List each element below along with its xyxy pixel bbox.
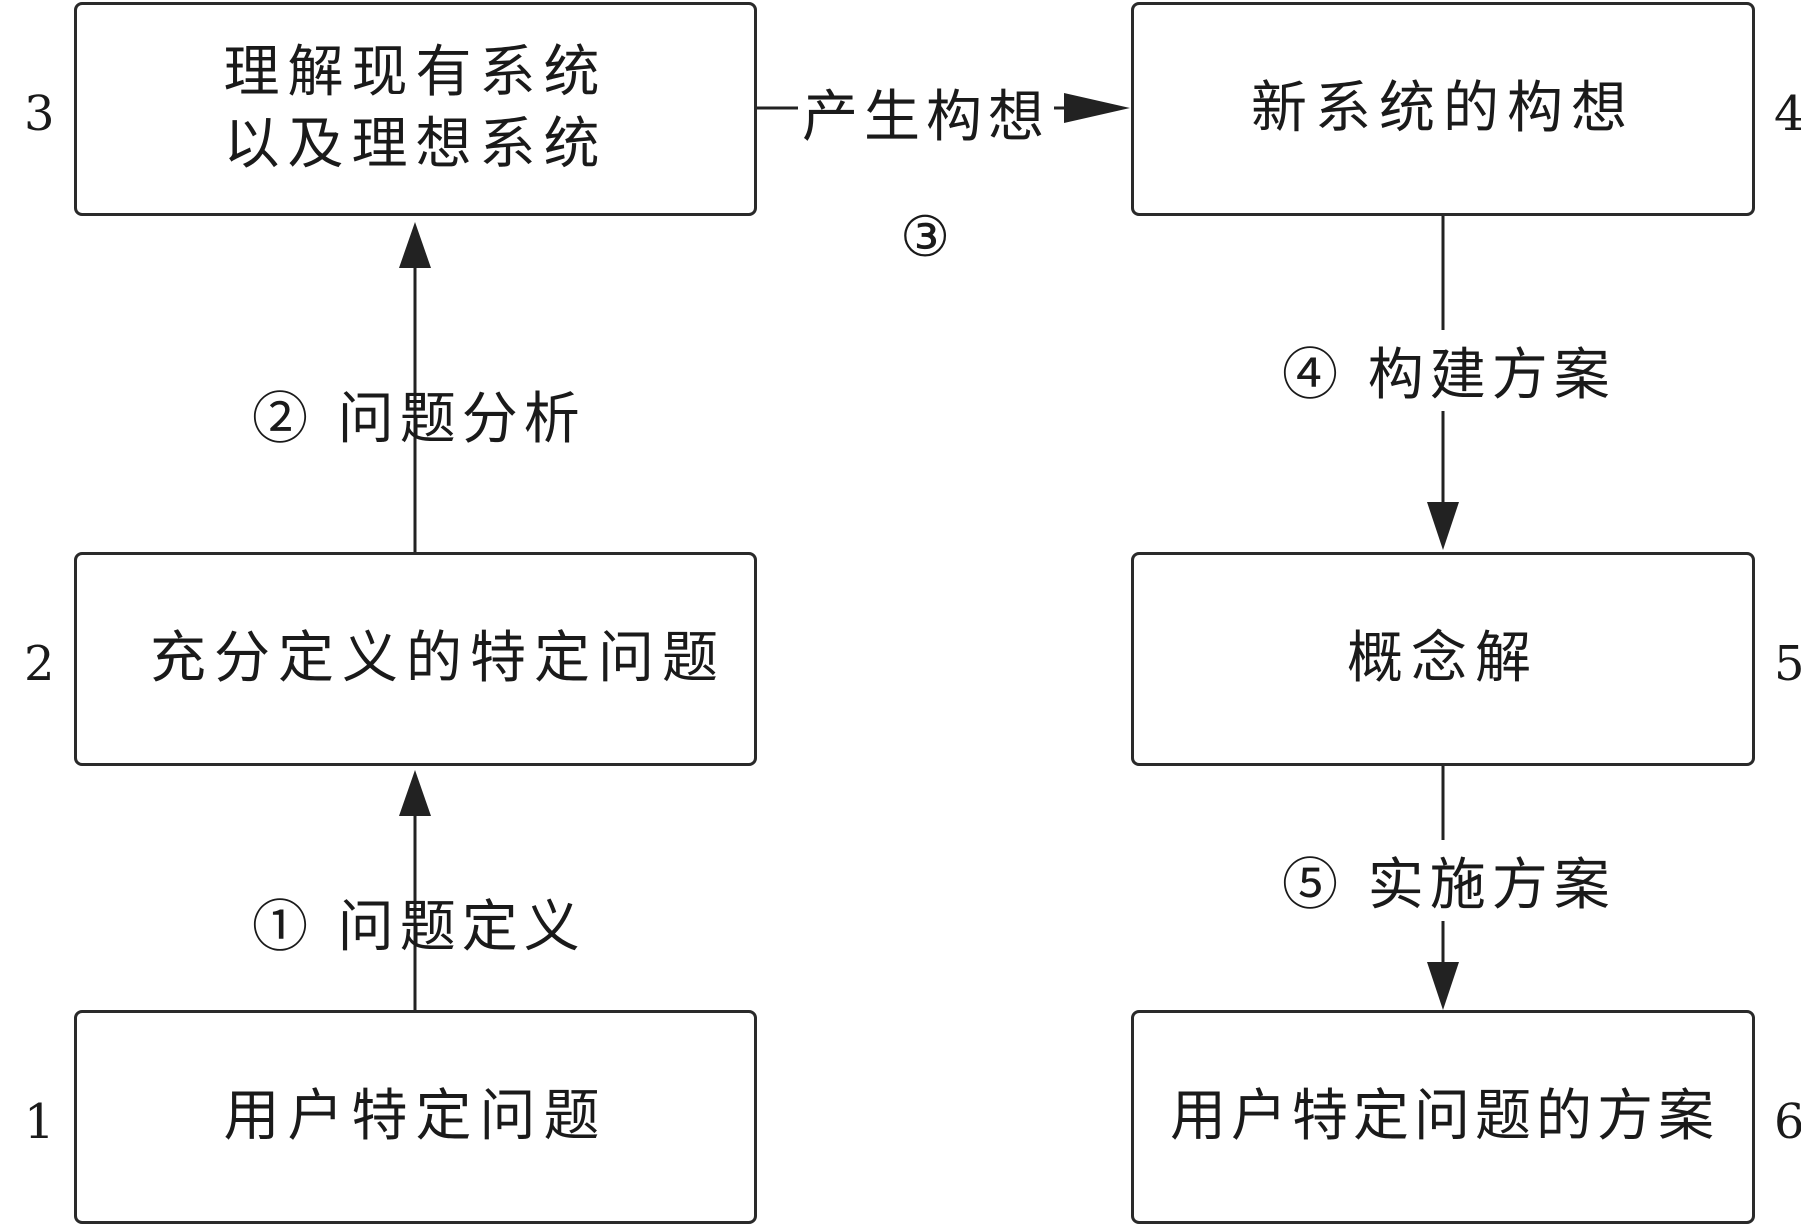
step-number-5: 5 (1774, 636, 1801, 692)
edge-label-generate-idea: 产生构想 (798, 72, 1054, 153)
box-solution: 用户特定问题的方案 (1131, 1010, 1755, 1224)
box-user-problem: 用户特定问题 (74, 1010, 757, 1224)
box-concept-solution: 概念解 (1131, 552, 1755, 766)
box-understand-systems-line1: 理解现有系统 (223, 40, 608, 106)
box-understand-systems: 理解现有系统 以及理想系统 (74, 2, 757, 216)
box-concept-solution-label: 概念解 (1347, 626, 1539, 692)
box-defined-problem: 充分定义的特定问题 (74, 552, 757, 766)
arrowhead-5-to-6 (1427, 962, 1459, 1010)
edge-label-idea-mark: ③ (900, 205, 957, 270)
step-number-3: 3 (24, 86, 55, 142)
arrowhead-1-to-2 (399, 770, 431, 816)
box-new-system-idea: 新系统的构想 (1131, 2, 1755, 216)
step-number-2: 2 (24, 636, 55, 692)
edge-label-problem-analysis: ② 问题分析 (252, 387, 586, 452)
box-understand-systems-line2: 以及理想系统 (223, 112, 608, 177)
step-number-1: 1 (24, 1094, 55, 1150)
edge-label-build-plan: ④ 构建方案 (1278, 330, 1620, 411)
edge-label-implement-plan: ⑤ 实施方案 (1278, 840, 1620, 921)
box-new-system-idea-label: 新系统的构想 (1251, 76, 1635, 142)
arrowhead-3-to-4 (1064, 93, 1130, 123)
box-user-problem-label: 用户特定问题 (223, 1084, 608, 1150)
edge-label-problem-definition: ① 问题定义 (252, 895, 586, 960)
box-solution-label: 用户特定问题的方案 (1170, 1084, 1719, 1150)
box-defined-problem-label: 充分定义的特定问题 (150, 626, 726, 692)
step-number-6: 6 (1774, 1094, 1801, 1150)
arrowhead-2-to-3 (399, 222, 431, 268)
step-number-4: 4 (1774, 86, 1801, 142)
arrowhead-4-to-5 (1427, 502, 1459, 550)
